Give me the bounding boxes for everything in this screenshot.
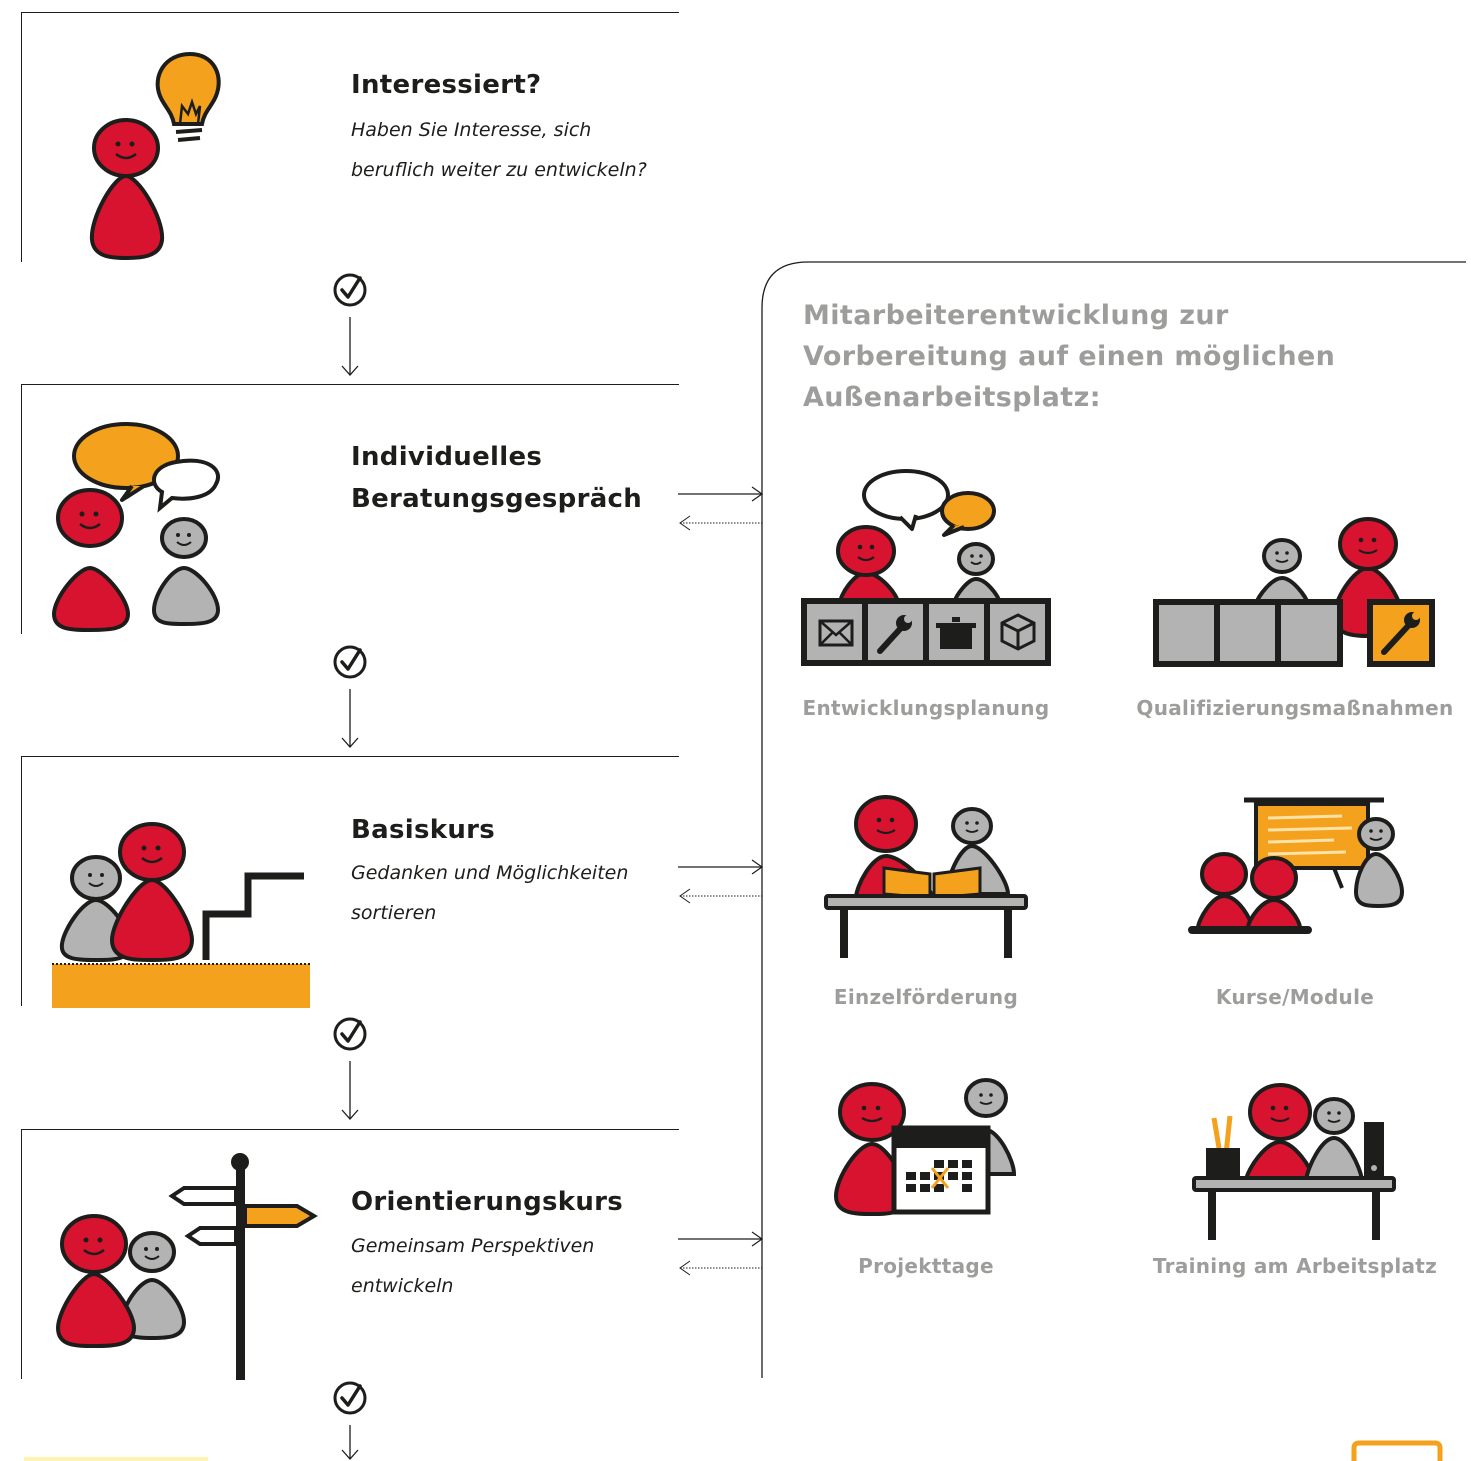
speech-bubble-icon (72, 422, 220, 513)
step-2-title: Individuelles Beratungsgespräch (351, 442, 643, 514)
down-arrow-icon (341, 1425, 359, 1460)
interested-person-icon (89, 51, 221, 261)
check-circle-icon (333, 1017, 367, 1051)
step-1-title: Interessiert? (351, 70, 542, 100)
down-arrow-icon (341, 1061, 359, 1120)
item-label-training-am-arbeitsplatz: Training am Arbeitsplatz (1152, 1254, 1438, 1278)
check-circle-icon (333, 1381, 367, 1415)
development-planning-icon (801, 469, 1051, 666)
side-arrows-2 (678, 486, 764, 531)
calendar-icon (891, 1125, 991, 1215)
wrench-icon (1381, 612, 1420, 655)
step-4-title: Orientierungskurs (351, 1187, 624, 1217)
orientation-signpost-icon (55, 1153, 318, 1380)
connector-3 (333, 1017, 367, 1120)
down-arrow-icon (341, 689, 359, 748)
step-2-border (21, 384, 22, 634)
connector-2 (333, 645, 367, 748)
step-3-divider (21, 756, 679, 757)
connector-1 (333, 273, 367, 376)
step-1-subtitle: Haben Sie Interesse, sich beruflich weit… (351, 119, 647, 181)
panel-title: Mitarbeiterentwicklung zur Vorbereitung … (803, 300, 1336, 413)
courses-icon (1188, 797, 1405, 934)
item-label-einzelfoerderung: Einzelförderung (833, 985, 1019, 1009)
project-days-icon (833, 1078, 1017, 1217)
consultation-icon (51, 422, 221, 633)
wrench-icon (877, 615, 912, 654)
side-arrows-4 (678, 1231, 764, 1276)
step-4-divider (21, 1129, 679, 1130)
bottom-orange-frame (1351, 1440, 1443, 1461)
envelope-icon (818, 619, 854, 647)
cooking-pot-icon (936, 617, 976, 649)
item-label-entwicklungsplanung: Entwicklungsplanung (802, 696, 1050, 720)
panel-frame (761, 261, 1466, 1378)
individual-support-icon (824, 795, 1028, 958)
step-2-divider (21, 384, 679, 385)
item-label-projekttage: Projekttage (858, 1254, 994, 1278)
open-book-icon (882, 866, 982, 900)
step-3-subtitle: Gedanken und Möglichkeiten sortieren (351, 862, 629, 924)
step-3-title: Basiskurs (351, 815, 496, 845)
step-1-divider (21, 12, 679, 13)
item-label-kurse-module: Kurse/Module (1215, 985, 1375, 1009)
step-1-border (21, 12, 22, 262)
connector-4 (333, 1381, 367, 1460)
step-4-subtitle: Gemeinsam Perspektiven entwickeln (351, 1235, 595, 1297)
workplace-training-icon (1192, 1083, 1396, 1240)
item-label-qualifizierungsmassnahmen: Qualifizierungsmaßnahmen (1136, 696, 1454, 720)
qualification-icon (1153, 517, 1435, 667)
base-course-icon (52, 822, 310, 1008)
check-circle-icon (333, 645, 367, 679)
signpost-icon (168, 1153, 318, 1380)
pencil-cup-icon (1206, 1115, 1240, 1180)
down-arrow-icon (341, 317, 359, 376)
bottom-yellow-strip (24, 1457, 208, 1461)
check-circle-icon (333, 273, 367, 307)
package-icon (1000, 613, 1036, 651)
light-bulb-icon (155, 51, 221, 142)
step-4-border (21, 1129, 22, 1379)
step-3-border (21, 756, 22, 1006)
side-arrows-3 (678, 859, 764, 904)
